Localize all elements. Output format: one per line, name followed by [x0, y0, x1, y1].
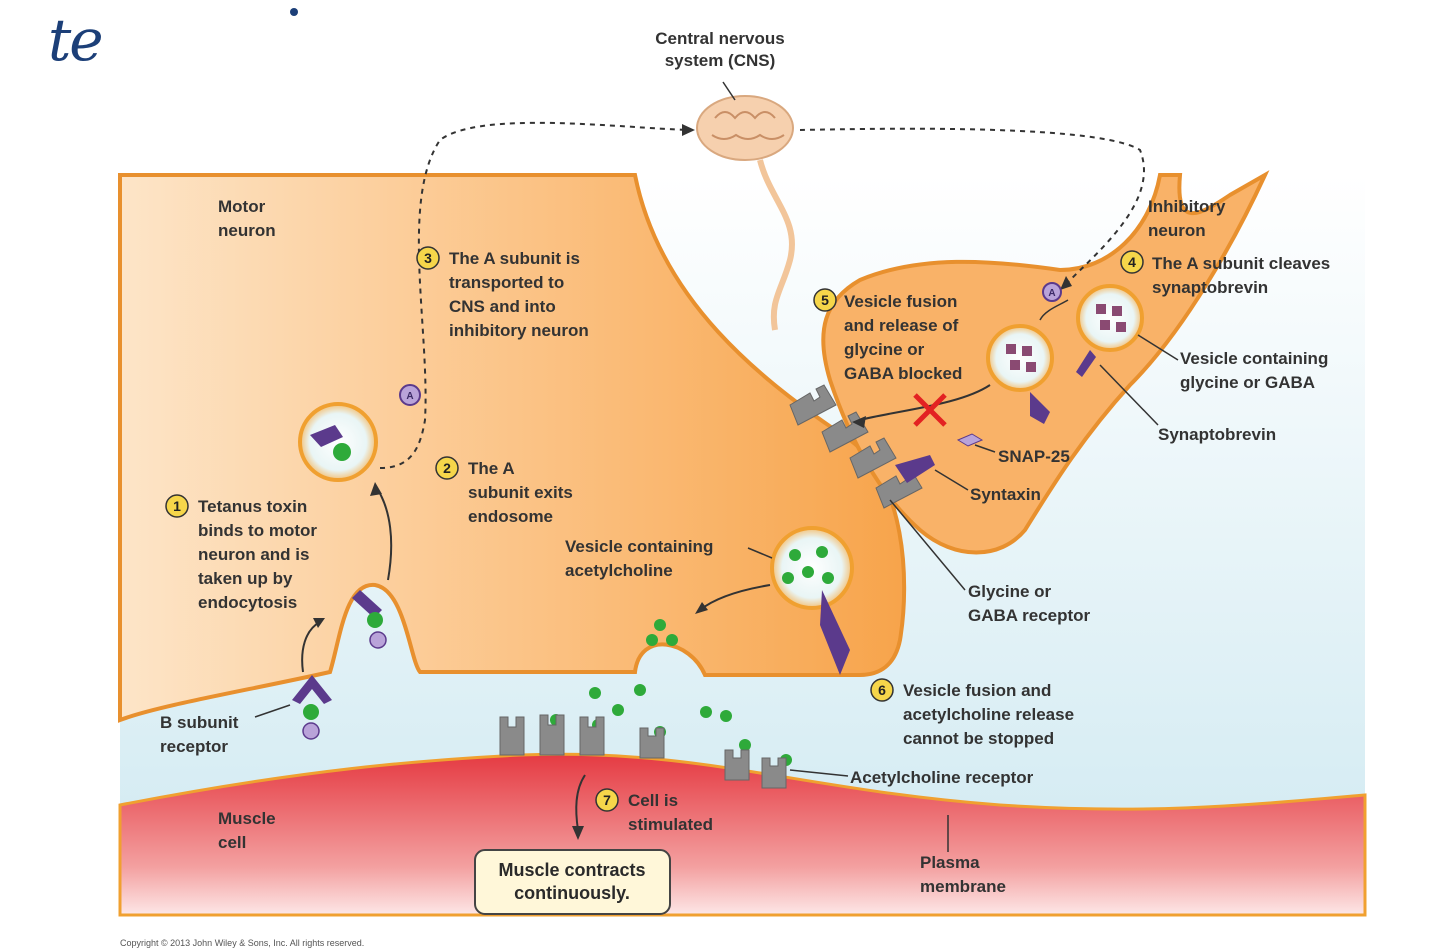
copyright-text: Copyright © 2013 John Wiley & Sons, Inc.… — [120, 938, 364, 948]
result-box — [474, 849, 671, 915]
vesicle-ach-label-1: Vesicle containing — [565, 537, 713, 556]
leader-lines — [254, 334, 1179, 852]
svg-text:5: 5 — [821, 292, 829, 308]
svg-text:The A subunit is: The A subunit is — [449, 249, 580, 268]
a-badge-text: A — [406, 391, 413, 402]
svg-text:Vesicle fusion: Vesicle fusion — [844, 292, 957, 311]
cns-label-2: system (CNS) — [665, 51, 776, 70]
title-dot — [290, 8, 298, 16]
svg-text:Tetanus toxin: Tetanus toxin — [198, 497, 307, 516]
syntaxin-label: Syntaxin — [970, 485, 1041, 504]
glycine-molecules — [1006, 304, 1126, 372]
step-4: 4 The A subunit cleaves synaptobrevin — [1120, 250, 1330, 297]
toxin-in-pit — [352, 590, 387, 649]
blocked-x-icon — [913, 393, 947, 427]
vesicle-glycine-right — [1076, 284, 1144, 352]
svg-text:Vesicle fusion and: Vesicle fusion and — [903, 681, 1051, 700]
synaptobrevin-label: Synaptobrevin — [1158, 425, 1276, 444]
inhibitory-neuron-label-1: Inhibitory — [1148, 197, 1226, 216]
snap25-label: SNAP-25 — [998, 447, 1070, 466]
endosome — [298, 402, 378, 482]
synaptobrevin-protein — [1076, 350, 1096, 377]
svg-text:4: 4 — [1128, 254, 1136, 270]
step-7: 7 Cell is stimulated — [595, 788, 713, 834]
svg-text:7: 7 — [603, 792, 611, 808]
ach-receptor-label: Acetylcholine receptor — [850, 768, 1034, 787]
cleaved-synaptobrevin — [1030, 392, 1050, 424]
gly-receptor-label-2: GABA receptor — [968, 606, 1091, 625]
svg-text:neuron and is: neuron and is — [198, 545, 309, 564]
b-receptor-label-2: receptor — [160, 737, 228, 756]
svg-text:binds to motor: binds to motor — [198, 521, 317, 540]
svg-text:stimulated: stimulated — [628, 815, 713, 834]
svg-text:6: 6 — [878, 682, 886, 698]
result-line-1: Muscle contracts — [498, 860, 645, 880]
svg-text:GABA blocked: GABA blocked — [844, 364, 962, 383]
snap25-protein — [956, 433, 984, 447]
cns-label-1: Central nervous — [655, 29, 784, 48]
step-2: 2 The A subunit exits endosome — [435, 456, 573, 526]
acetylcholine-receptors — [499, 714, 787, 789]
step-6: 6 Vesicle fusion and acetylcholine relea… — [870, 678, 1074, 748]
transport-path — [379, 121, 1145, 469]
svg-text:CNS and into: CNS and into — [449, 297, 556, 316]
plasma-membrane-label-1: Plasma — [920, 853, 980, 872]
toxin-at-receptor — [292, 675, 332, 740]
svg-text:3: 3 — [424, 250, 432, 266]
vesicle-gly-label-1: Vesicle containing — [1180, 349, 1328, 368]
arrowhead-inhibitory — [1060, 276, 1072, 290]
svg-text:taken up by: taken up by — [198, 569, 293, 588]
motor-neuron-label-2: neuron — [218, 221, 276, 240]
brain-icon — [696, 95, 795, 331]
svg-text:glycine or: glycine or — [844, 340, 925, 359]
inhibitory-neuron-label-2: neuron — [1148, 221, 1206, 240]
vesicle-gly-label-2: glycine or GABA — [1180, 373, 1315, 392]
toxin-in-endosome — [310, 425, 343, 447]
svg-text:2: 2 — [443, 460, 451, 476]
svg-text:endosome: endosome — [468, 507, 553, 526]
svg-text:The A: The A — [468, 459, 515, 478]
a-subunit-inhibitory — [1042, 282, 1062, 302]
a-subunit-released — [399, 384, 421, 406]
step-1: 1 Tetanus toxin binds to motor neuron an… — [165, 494, 317, 612]
vesicle-glycine-left — [986, 324, 1054, 392]
syntaxin-protein — [895, 455, 935, 483]
plasma-membrane-label-2: membrane — [920, 877, 1006, 896]
svg-text:The A subunit cleaves: The A subunit cleaves — [1152, 254, 1330, 273]
gly-receptor-label-1: Glycine or — [968, 582, 1052, 601]
svg-text:and release of: and release of — [844, 316, 959, 335]
a-badge-text: A — [1048, 288, 1055, 299]
step-3: 3 The A subunit is transported to CNS an… — [416, 246, 589, 340]
snare-complex-motor — [820, 590, 850, 675]
svg-text:cannot be stopped: cannot be stopped — [903, 729, 1054, 748]
cns-leader-line — [722, 81, 736, 101]
arrow-to-endosome — [377, 489, 393, 581]
svg-text:synaptobrevin: synaptobrevin — [1152, 278, 1268, 297]
slide-title: te — [48, 6, 104, 74]
svg-text:1: 1 — [173, 498, 181, 514]
svg-text:inhibitory neuron: inhibitory neuron — [449, 321, 589, 340]
arrowhead-cns — [682, 124, 695, 136]
step-5: 5 Vesicle fusion and release of glycine … — [813, 288, 962, 383]
motor-neuron-label-1: Motor — [218, 197, 266, 216]
arrow-stimulated — [575, 774, 586, 831]
vesicle-ach-label-2: acetylcholine — [565, 561, 673, 580]
result-line-2: continuously. — [514, 883, 630, 903]
svg-text:transported to: transported to — [449, 273, 564, 292]
muscle-cell-label-1: Muscle — [218, 809, 276, 828]
svg-text:Cell is: Cell is — [628, 791, 678, 810]
svg-text:subunit exits: subunit exits — [468, 483, 573, 502]
svg-text:endocytosis: endocytosis — [198, 593, 297, 612]
muscle-cell-label-2: cell — [218, 833, 246, 852]
b-receptor-label-1: B subunit — [160, 713, 239, 732]
svg-text:acetylcholine release: acetylcholine release — [903, 705, 1074, 724]
